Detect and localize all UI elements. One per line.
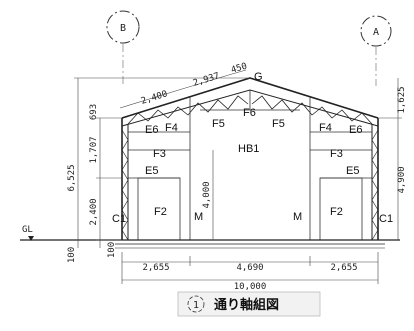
member-left-upper-tie: F5: [212, 118, 225, 130]
member-ridge: G: [254, 71, 263, 83]
member-right-col: C1: [379, 213, 393, 225]
dim-right-top: 1,625: [397, 86, 407, 113]
bottom-dimensions: [121, 252, 379, 284]
dim-right-height: 4,900: [397, 166, 407, 193]
dim-roof-left-mid: 2,937: [192, 71, 221, 88]
axis-label-right: A: [373, 27, 379, 38]
caption: 1 通り軸組図: [177, 291, 321, 317]
right-dimensions: [378, 78, 402, 240]
ground-marker-icon: [28, 236, 34, 241]
member-left-f3: F3: [153, 148, 166, 160]
dim-base-inner: 100: [107, 242, 117, 258]
member-right-e5: E5: [346, 165, 359, 177]
axis-marker-right: A: [360, 15, 392, 47]
dim-lower-left: 2,400: [89, 198, 99, 225]
member-left-eave: E6: [145, 124, 158, 136]
caption-title: 通り軸組図: [214, 297, 279, 313]
dim-total-height: 6,525: [67, 164, 77, 191]
dim-eave-to-ridge: 1,707: [89, 136, 99, 163]
dim-bottom-center: 4,690: [236, 263, 263, 273]
member-right-f4: F4: [319, 122, 332, 134]
member-right-eave: E6: [349, 124, 362, 136]
caption-number: 1: [193, 300, 199, 311]
dim-roof-left-top: 450: [230, 62, 248, 76]
member-left-e5: E5: [145, 165, 158, 177]
dim-base-left: 100: [67, 247, 77, 263]
ground-level-label: GL: [22, 225, 33, 235]
interior-frame: [128, 90, 372, 241]
dim-upper-small: 693: [89, 104, 99, 120]
dim-bottom-right: 2,655: [330, 263, 357, 273]
foundation: [20, 239, 400, 249]
member-labels: G F6 F5 F5 F4 F4 E6 E6 F3 F3 E5 E5 HB1 F…: [112, 71, 393, 225]
axis-label-left: B: [120, 23, 126, 34]
member-right-f2: F2: [330, 206, 343, 218]
dim-opening-height: 4,000: [202, 181, 212, 208]
member-right-upper-tie: F5: [272, 118, 285, 130]
left-dimensions: [74, 77, 250, 248]
member-left-f2: F2: [154, 206, 167, 218]
member-left-col: C1: [112, 213, 126, 225]
member-center-frame: HB1: [238, 143, 259, 155]
member-right-m: M: [293, 211, 302, 223]
member-left-f4: F4: [165, 122, 178, 134]
member-right-f3: F3: [330, 148, 343, 160]
dim-bottom-left: 2,655: [142, 263, 169, 273]
outer-frame: [121, 118, 379, 241]
dim-bottom-total: 10,000: [234, 282, 267, 292]
axis-marker-left: B: [106, 10, 140, 44]
member-left-m: M: [194, 211, 203, 223]
member-top-brace: F6: [243, 107, 256, 119]
